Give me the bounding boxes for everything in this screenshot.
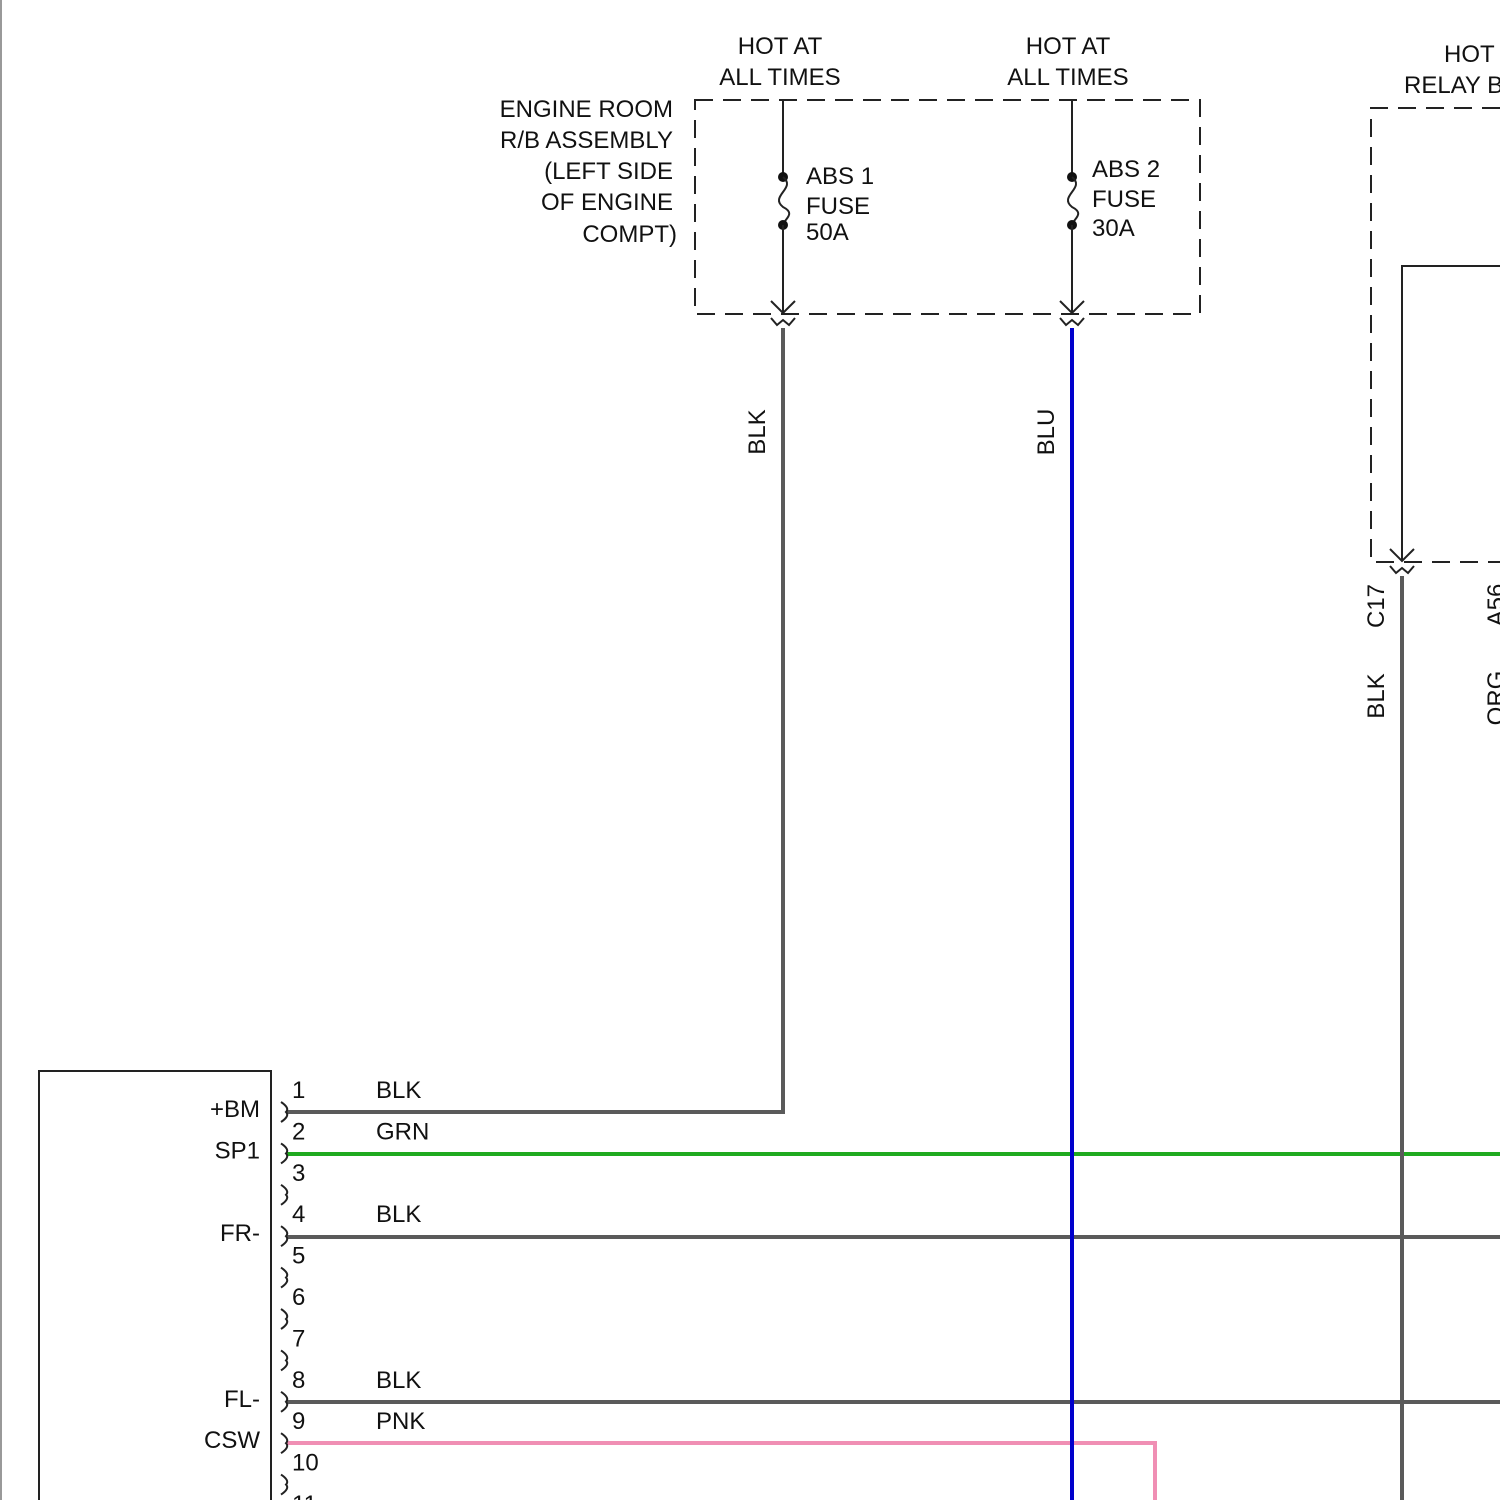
wire-color-label: BLK xyxy=(376,1367,421,1394)
pin-number: 5 xyxy=(292,1243,305,1270)
pin-number: 2 xyxy=(292,1118,305,1145)
pin-signal-name: SP1 xyxy=(215,1137,260,1164)
abs2-hot-label-line-2: ALL TIMES xyxy=(1007,64,1128,91)
pin-connector-icon xyxy=(281,1143,287,1163)
pin-connector-icon xyxy=(281,1433,287,1453)
pin-number: 7 xyxy=(292,1325,305,1352)
wire-color-label: PNK xyxy=(376,1408,425,1435)
pin-connector-icon xyxy=(281,1226,287,1246)
right-connector2-label: A56 xyxy=(1483,584,1500,627)
relay-block-label-line-4: OF ENGINE xyxy=(541,189,673,216)
pin-connector-icon xyxy=(281,1268,287,1288)
relay-block-label-line-1: ENGINE ROOM xyxy=(500,96,673,123)
right-wire2-color-label: ORG xyxy=(1483,671,1500,726)
abs1-feed: HOT AT ALL TIMES ABS 1 FUSE 50A BLK xyxy=(719,33,874,455)
abs1-fuse-label-line-3: 50A xyxy=(806,219,849,246)
pin-number: 10 xyxy=(292,1450,319,1477)
wire-color-label: BLK xyxy=(376,1201,421,1228)
right-connector-label: C17 xyxy=(1363,584,1390,628)
pin-number: 9 xyxy=(292,1408,305,1435)
abs2-wire-color-label: BLU xyxy=(1033,409,1060,456)
pin-connector-icon xyxy=(281,1475,287,1495)
right-hot-label-line-1: HOT xyxy=(1444,41,1495,68)
pin-signal-name: FR- xyxy=(220,1220,260,1247)
pin-number: 4 xyxy=(292,1201,305,1228)
right-wire-color-label: BLK xyxy=(1363,673,1390,718)
wire-bm-blk xyxy=(287,328,783,1112)
pin-connector-icon xyxy=(281,1309,287,1329)
abs2-fuse-label-line-3: 30A xyxy=(1092,215,1135,242)
abs2-fuse-icon xyxy=(1068,177,1078,225)
abs2-feed: HOT AT ALL TIMES ABS 2 FUSE 30A BLU xyxy=(1007,33,1160,455)
abs2-fuse-label-line-1: ABS 2 xyxy=(1092,156,1160,183)
pin-number: 8 xyxy=(292,1367,305,1394)
abs2-hot-label-line-1: HOT AT xyxy=(1026,33,1111,60)
abs1-fuse-icon xyxy=(779,177,789,225)
pin-signal-name: +BM xyxy=(210,1096,260,1123)
pin-connector-icon xyxy=(281,1102,287,1122)
abs1-connector-icon xyxy=(771,318,795,325)
wire-csw-pnk xyxy=(287,1443,1155,1500)
pin-signal-name: CSW xyxy=(204,1427,260,1454)
right-hot-label-line-2: RELAY B xyxy=(1404,72,1500,99)
pin-number: 11 xyxy=(292,1491,317,1500)
right-relay-feed: HOT RELAY B C17 BLK A56 ORG xyxy=(1363,41,1500,725)
pin-signal-name: FL- xyxy=(224,1386,260,1413)
abs1-fuse-label-line-1: ABS 1 xyxy=(806,163,874,190)
abs2-connector-icon xyxy=(1060,318,1084,325)
pin-connector-icon xyxy=(281,1392,287,1412)
right-relay-block-outline xyxy=(1371,108,1500,562)
wire-color-label: BLK xyxy=(376,1077,421,1104)
pin-connector-icon xyxy=(281,1185,287,1205)
pin-number: 1 xyxy=(292,1077,305,1104)
pin-number: 3 xyxy=(292,1160,305,1187)
abs1-hot-label-line-1: HOT AT xyxy=(738,33,823,60)
pin-connector-icon xyxy=(281,1350,287,1370)
abs1-wire-color-label: BLK xyxy=(744,409,771,454)
wires xyxy=(287,328,1500,1500)
pin-number: 6 xyxy=(292,1284,305,1311)
relay-block-label-line-2: R/B ASSEMBLY xyxy=(500,127,673,154)
abs1-hot-label-line-2: ALL TIMES xyxy=(719,64,840,91)
relay-block-label-line-5: COMPT) xyxy=(582,221,677,248)
right-internal-wire xyxy=(1402,266,1500,561)
right-connector-icon xyxy=(1390,566,1414,573)
relay-block-label-line-3: (LEFT SIDE xyxy=(544,158,673,185)
abs1-fuse-label-line-2: FUSE xyxy=(806,193,870,220)
wire-color-label: GRN xyxy=(376,1118,429,1145)
abs2-fuse-label-line-2: FUSE xyxy=(1092,186,1156,213)
